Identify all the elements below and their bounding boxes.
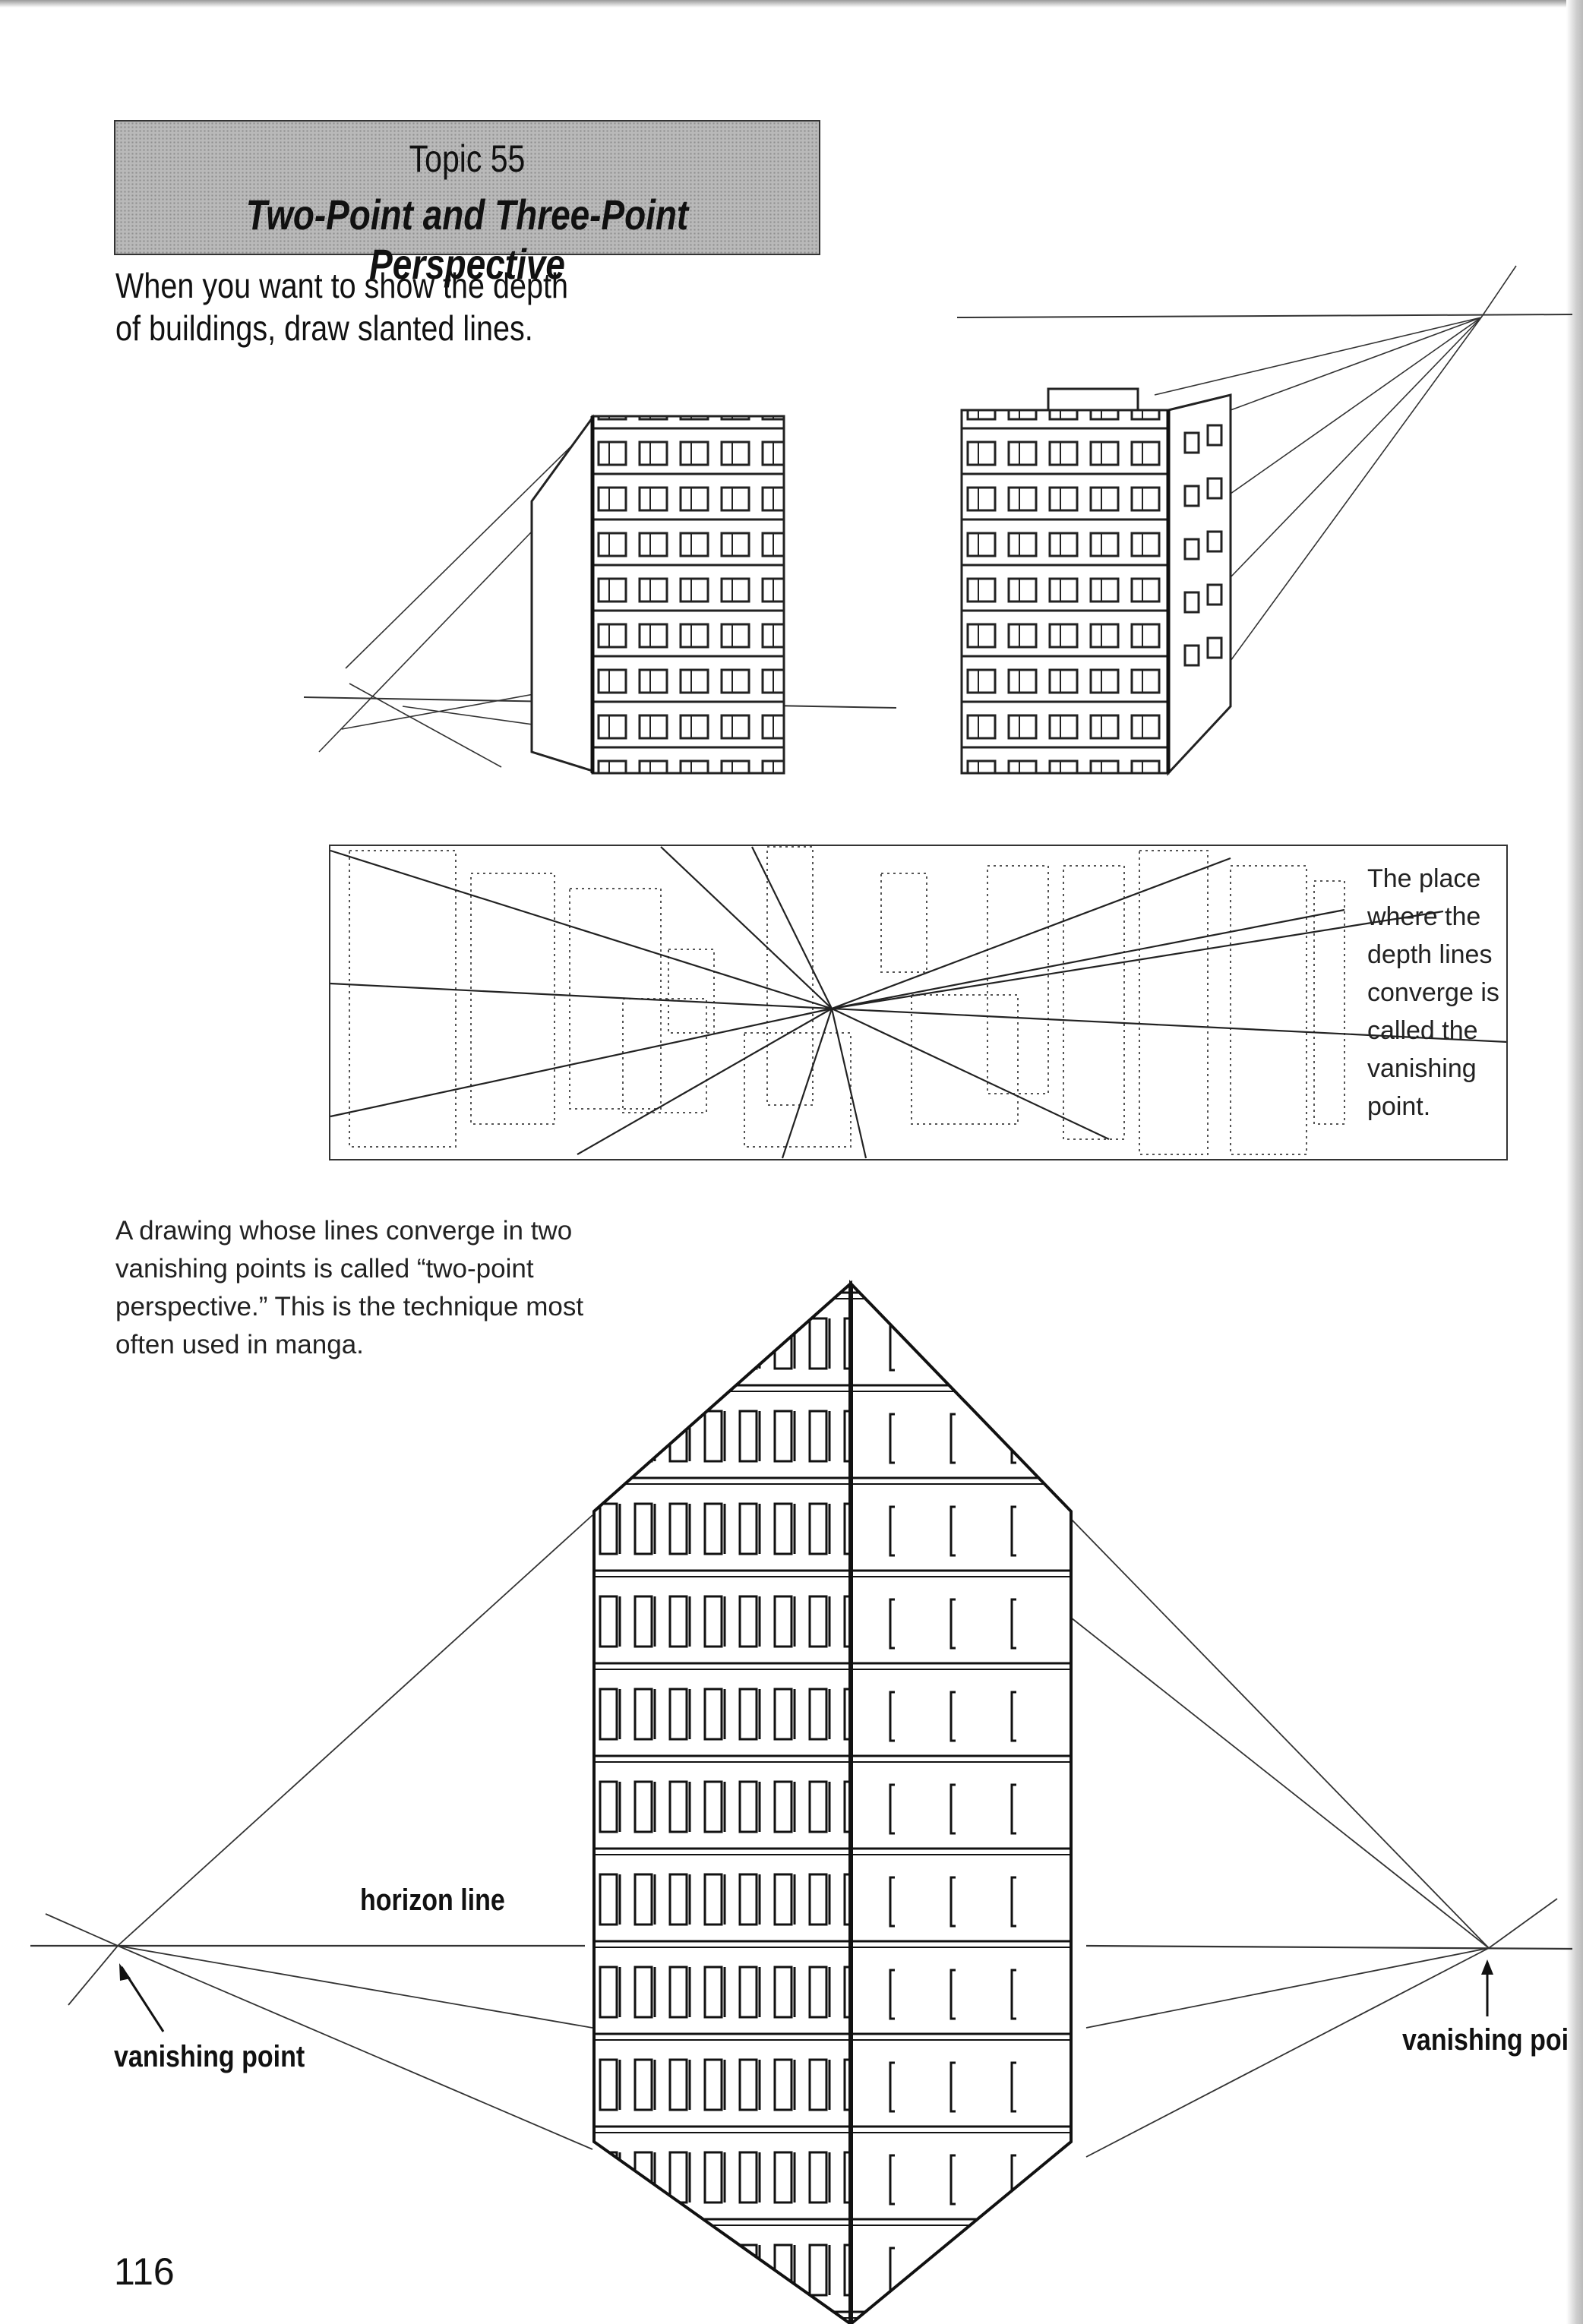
small-building-left (303, 414, 897, 775)
two-point-caption: A drawing whose lines converge in two va… (115, 1216, 584, 1359)
intro-text: When you want to show the depth of build… (115, 266, 568, 348)
small-building-right (956, 265, 1573, 776)
vanishing-point-right-label: vanishing poi (1402, 2023, 1569, 2057)
topic-title: Two-Point and Three-Point Perspective (245, 191, 689, 288)
vanishing-point-left-label: vanishing point (114, 2040, 305, 2073)
page-binding-shadow (1566, 0, 1583, 2324)
vanishing-point-caption: The place where the depth lines converge… (1367, 864, 1499, 1121)
topic-header-box: Topic 55 Two-Point and Three-Point Persp… (114, 120, 820, 288)
large-building (30, 1280, 1573, 2324)
street-scene (330, 846, 1509, 1159)
topic-number: Topic 55 (409, 137, 526, 180)
page-number: 116 (114, 2250, 175, 2293)
horizon-line-label: horizon line (360, 1884, 505, 1917)
street-scene-frame (329, 845, 1508, 1160)
page-top-edge (0, 0, 1583, 8)
